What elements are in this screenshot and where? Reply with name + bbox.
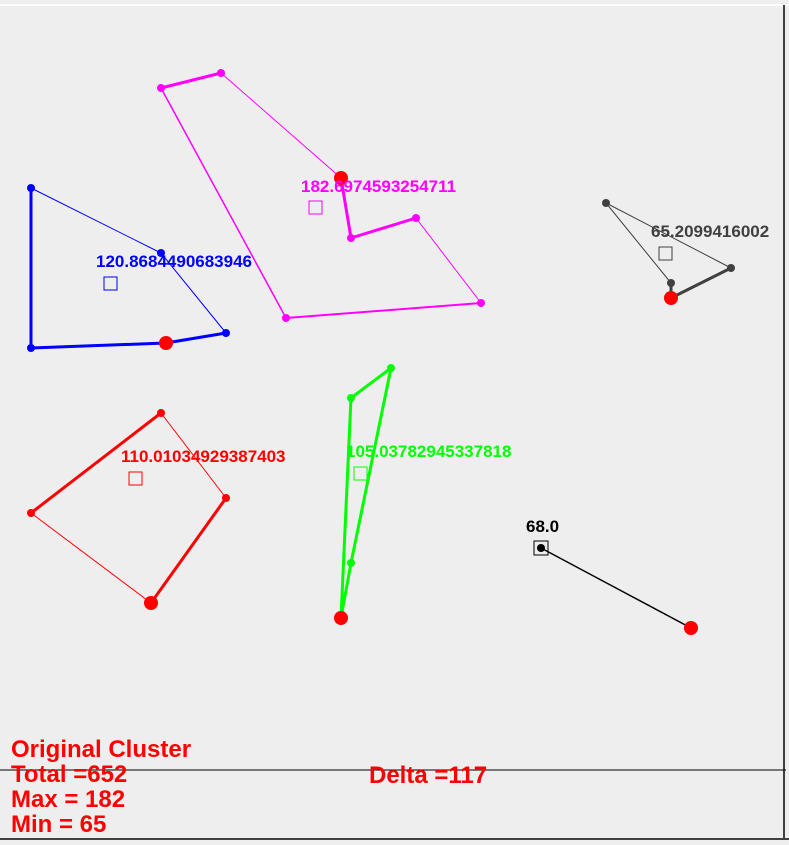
magenta-point (412, 214, 420, 222)
red-point (27, 509, 35, 517)
blue-thick-edge (165, 331, 227, 345)
blue-point (157, 249, 165, 257)
cluster-magenta: 182.6974593254711 (157, 69, 485, 322)
magenta-centroid-marker (308, 200, 323, 215)
gray-thick-edge (670, 266, 732, 300)
red-edge (30, 512, 152, 604)
gray-edge (605, 202, 672, 284)
green-thick-edge (350, 366, 392, 400)
blue-thick-edge (30, 341, 167, 350)
red-edge (160, 412, 227, 499)
magenta-point (282, 314, 290, 322)
green-point (387, 364, 395, 372)
magenta-cluster-label: 182.6974593254711 (301, 177, 456, 196)
red-cluster-label: 110.01034929387403 (121, 447, 286, 466)
gray-point (667, 279, 675, 287)
magenta-point (347, 234, 355, 242)
magenta-edge (160, 87, 287, 319)
red-point (157, 409, 165, 417)
summary-total: Total =652 (11, 761, 127, 788)
blue-point (222, 329, 230, 337)
black-start-point (684, 621, 698, 635)
cluster-gray: 65.2099416002 (602, 199, 769, 305)
summary-max: Max = 182 (11, 786, 125, 813)
green-point (347, 394, 355, 402)
red-thick-edge (30, 411, 162, 515)
summary-title: Original Cluster (11, 736, 191, 763)
magenta-point (157, 84, 165, 92)
gray-centroid-marker (658, 246, 673, 261)
black-cluster-label: 68.0 (526, 517, 559, 536)
red-point (222, 494, 230, 502)
blue-centroid-marker (103, 276, 118, 291)
green-point (347, 559, 355, 567)
black-edge (540, 547, 692, 629)
green-cluster-label: 105.03782945337818 (346, 442, 511, 461)
magenta-thick-edge (350, 216, 417, 240)
green-start-point (334, 611, 348, 625)
black-centroid-marker (533, 540, 549, 556)
magenta-point (217, 69, 225, 77)
green-thick-edge (339, 397, 353, 619)
magenta-start-point (334, 171, 348, 185)
red-start-point (144, 596, 158, 610)
magenta-thick-edge (160, 71, 222, 90)
magenta-point (477, 299, 485, 307)
magenta-edge (220, 72, 342, 179)
black-point (537, 544, 545, 552)
gray-start-point (664, 291, 678, 305)
blue-edge (160, 252, 227, 334)
magenta-thick-edge (339, 177, 353, 239)
summary-min: Min = 65 (11, 811, 106, 838)
green-thick-edge (349, 367, 393, 564)
red-thick-edge (149, 497, 228, 604)
blue-point (27, 184, 35, 192)
blue-point (27, 344, 35, 352)
green-thick-edge (339, 562, 353, 619)
blue-cluster-label: 120.8684490683946 (96, 252, 252, 271)
cluster-black: 68.0 (526, 517, 698, 635)
cluster-green: 105.03782945337818 (334, 364, 511, 625)
gray-cluster-label: 65.2099416002 (651, 222, 769, 241)
red-centroid-marker (128, 471, 143, 486)
green-centroid-marker (353, 466, 368, 481)
blue-start-point (159, 336, 173, 350)
blue-edge (30, 187, 162, 254)
summary-delta: Delta =117 (369, 762, 487, 789)
summary-panel: Original Cluster Total =652 Max = 182 Mi… (11, 736, 487, 838)
cluster-red: 110.01034929387403 (27, 409, 286, 610)
gray-point (727, 264, 735, 272)
cluster-blue: 120.8684490683946 (27, 184, 252, 352)
gray-edge (605, 202, 732, 269)
magenta-edge (415, 217, 482, 304)
magenta-edge (285, 302, 482, 319)
gray-point (602, 199, 610, 207)
